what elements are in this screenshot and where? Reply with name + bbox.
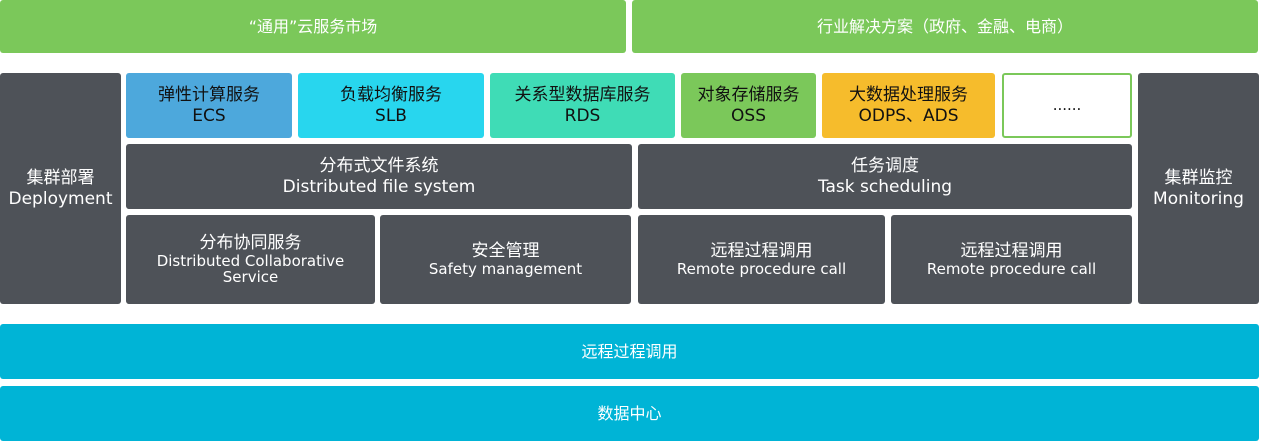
remote-procedure-call-box-1: 远程过程调用 Remote procedure call [638, 215, 885, 304]
safety-management-box: 安全管理 Safety management [380, 215, 631, 304]
service-slb-box: 负载均衡服务 SLB [298, 73, 484, 138]
deployment-box: 集群部署 Deployment [0, 73, 121, 304]
monitoring-en: Monitoring [1153, 188, 1244, 209]
service-ecs-zh: 弹性计算服务 [158, 84, 260, 105]
distributed-collaborative-service-en: Distributed Collaborative Service [156, 252, 345, 286]
general-cloud-market-label: “通用”云服务市场 [248, 16, 378, 36]
deployment-en: Deployment [8, 188, 113, 209]
monitoring-zh: 集群监控 [1164, 167, 1233, 188]
industry-solutions-label: 行业解决方案（政府、金融、电商） [816, 16, 1073, 36]
industry-solutions-box: 行业解决方案（政府、金融、电商） [632, 0, 1258, 53]
task-scheduling-en: Task scheduling [817, 176, 953, 197]
remote-procedure-call-1-en: Remote procedure call [676, 259, 847, 278]
service-slb-zh: 负载均衡服务 [340, 84, 442, 105]
distributed-collaborative-service-box: 分布协同服务 Distributed Collaborative Service [126, 215, 375, 304]
distributed-file-system-box: 分布式文件系统 Distributed file system [126, 144, 632, 209]
service-odps-box: 大数据处理服务 ODPS、ADS [822, 73, 995, 138]
service-oss-box: 对象存储服务 OSS [681, 73, 816, 138]
data-center-label: 数据中心 [597, 403, 662, 423]
general-cloud-market-box: “通用”云服务市场 [0, 0, 626, 53]
service-oss-en: OSS [731, 105, 766, 126]
service-oss-zh: 对象存储服务 [697, 84, 800, 105]
safety-management-en: Safety management [428, 259, 583, 278]
remote-procedure-call-box-2: 远程过程调用 Remote procedure call [891, 215, 1132, 304]
distributed-file-system-en: Distributed file system [282, 176, 476, 197]
service-odps-zh: 大数据处理服务 [849, 84, 968, 105]
service-ecs-box: 弹性计算服务 ECS [126, 73, 292, 138]
service-rds-en: RDS [564, 105, 601, 126]
data-center-bar: 数据中心 [0, 386, 1259, 441]
task-scheduling-zh: 任务调度 [851, 155, 919, 176]
service-more-box: ...... [1002, 73, 1132, 138]
rpc-layer-bar: 远程过程调用 [0, 324, 1259, 379]
service-ecs-en: ECS [192, 105, 226, 126]
remote-procedure-call-2-zh: 远程过程调用 [960, 241, 1063, 262]
service-slb-en: SLB [375, 105, 407, 126]
service-more-label: ...... [1052, 96, 1082, 115]
remote-procedure-call-1-zh: 远程过程调用 [710, 241, 813, 262]
service-rds-box: 关系型数据库服务 RDS [490, 73, 675, 138]
rpc-layer-label: 远程过程调用 [581, 341, 678, 361]
distributed-collaborative-service-zh: 分布协同服务 [199, 233, 302, 254]
remote-procedure-call-2-en: Remote procedure call [926, 259, 1097, 278]
task-scheduling-box: 任务调度 Task scheduling [638, 144, 1132, 209]
distributed-file-system-zh: 分布式文件系统 [319, 155, 439, 176]
deployment-zh: 集群部署 [26, 167, 95, 188]
service-rds-zh: 关系型数据库服务 [514, 84, 651, 105]
service-odps-en: ODPS、ADS [858, 105, 959, 126]
safety-management-zh: 安全管理 [471, 241, 540, 262]
monitoring-box: 集群监控 Monitoring [1138, 73, 1259, 304]
